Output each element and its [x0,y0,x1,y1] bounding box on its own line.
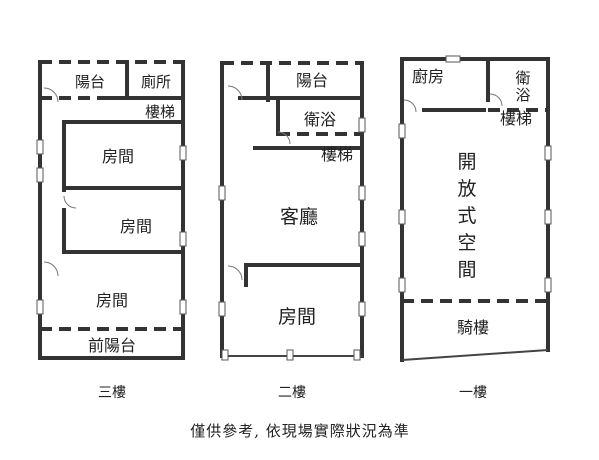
f3-room1-label: 房間 [102,147,134,166]
disclaimer-note: 僅供參考, 依現場實際狀況為準 [190,422,410,440]
f3-room3-label: 房間 [96,291,128,310]
f1-open-space-char1: 開 [457,151,476,173]
f2-stairs-label: 樓梯 [321,145,353,164]
f3-room2-label: 房間 [120,217,152,236]
f1-open-space-char3: 式 [457,205,476,227]
f2-bath-label: 衛浴 [304,110,336,129]
f1-open-space-char5: 間 [457,259,476,281]
f3-stairs-label: 樓梯 [145,103,175,121]
f3-toilet-label: 廁所 [141,73,171,91]
f1-open-space-char2: 放 [457,178,476,200]
f1-bath-label-line2: 浴 [515,86,530,104]
f2-balcony-label: 陽台 [296,71,328,90]
f3-caption: 三樓 [98,385,126,401]
f3-balcony-label: 陽台 [75,73,105,91]
floor-1-plan [398,55,552,362]
floor-2-plan [218,61,366,361]
f3-front-balcony-label: 前陽台 [88,336,136,355]
f1-arcade-label: 騎樓 [457,318,489,337]
f1-bath-label-line1: 衛 [515,69,530,87]
floor-3-plan [36,60,187,360]
f2-living-room-label: 客廳 [280,206,318,228]
f1-stairs-label: 樓梯 [500,109,532,128]
f1-caption: 一樓 [459,385,487,401]
f2-caption: 二樓 [278,385,306,401]
f2-room-label: 房間 [278,306,316,328]
f1-kitchen-label: 廚房 [412,67,444,86]
f1-open-space-char4: 空 [457,232,476,254]
